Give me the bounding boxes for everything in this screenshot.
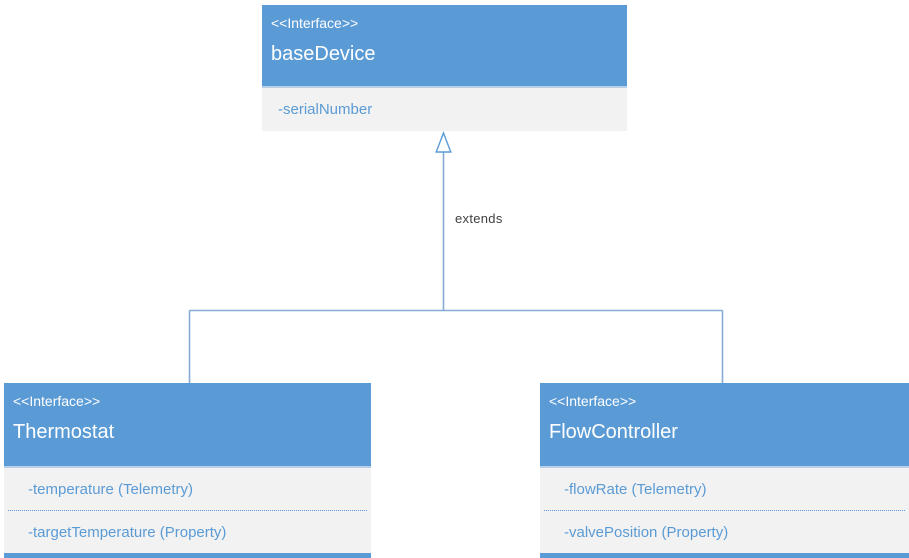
flowcontroller-header: <<Interface>> FlowController bbox=[540, 383, 909, 468]
flowcontroller-name: FlowController bbox=[549, 421, 678, 443]
member-targettemperature[interactable]: -targetTemperature (Property) bbox=[28, 523, 227, 541]
member-flowrate[interactable]: -flowRate (Telemetry) bbox=[564, 480, 707, 498]
basedevice-stereotype: <<Interface>> bbox=[271, 15, 359, 31]
member-temperature[interactable]: -temperature (Telemetry) bbox=[28, 480, 194, 498]
basedevice-name: baseDevice bbox=[271, 43, 376, 65]
flowcontroller-stereotype: <<Interface>> bbox=[549, 393, 637, 409]
thermostat-next-section-strip bbox=[4, 553, 371, 558]
interface-box-thermostat[interactable]: <<Interface>> Thermostat -temperature (T… bbox=[4, 383, 371, 558]
member-separator bbox=[544, 510, 905, 511]
thermostat-members: -temperature (Telemetry) -targetTemperat… bbox=[4, 468, 371, 553]
basedevice-members: -serialNumber bbox=[262, 88, 627, 131]
interface-box-basedevice[interactable]: <<Interface>> baseDevice -serialNumber bbox=[262, 5, 627, 131]
member-serialnumber[interactable]: -serialNumber bbox=[278, 101, 373, 118]
thermostat-header: <<Interface>> Thermostat bbox=[4, 383, 371, 468]
flowcontroller-members: -flowRate (Telemetry) -valvePosition (Pr… bbox=[540, 468, 909, 553]
member-valveposition[interactable]: -valvePosition (Property) bbox=[564, 523, 729, 541]
thermostat-stereotype: <<Interface>> bbox=[13, 393, 101, 409]
basedevice-header: <<Interface>> baseDevice bbox=[262, 5, 627, 88]
interface-box-flowcontroller[interactable]: <<Interface>> FlowController -flowRate (… bbox=[540, 383, 909, 558]
generalization-arrowhead-icon bbox=[435, 131, 452, 153]
flowcontroller-next-section-strip bbox=[540, 553, 909, 558]
member-separator bbox=[8, 510, 367, 511]
thermostat-name: Thermostat bbox=[13, 421, 115, 443]
extends-label: extends bbox=[455, 211, 503, 226]
